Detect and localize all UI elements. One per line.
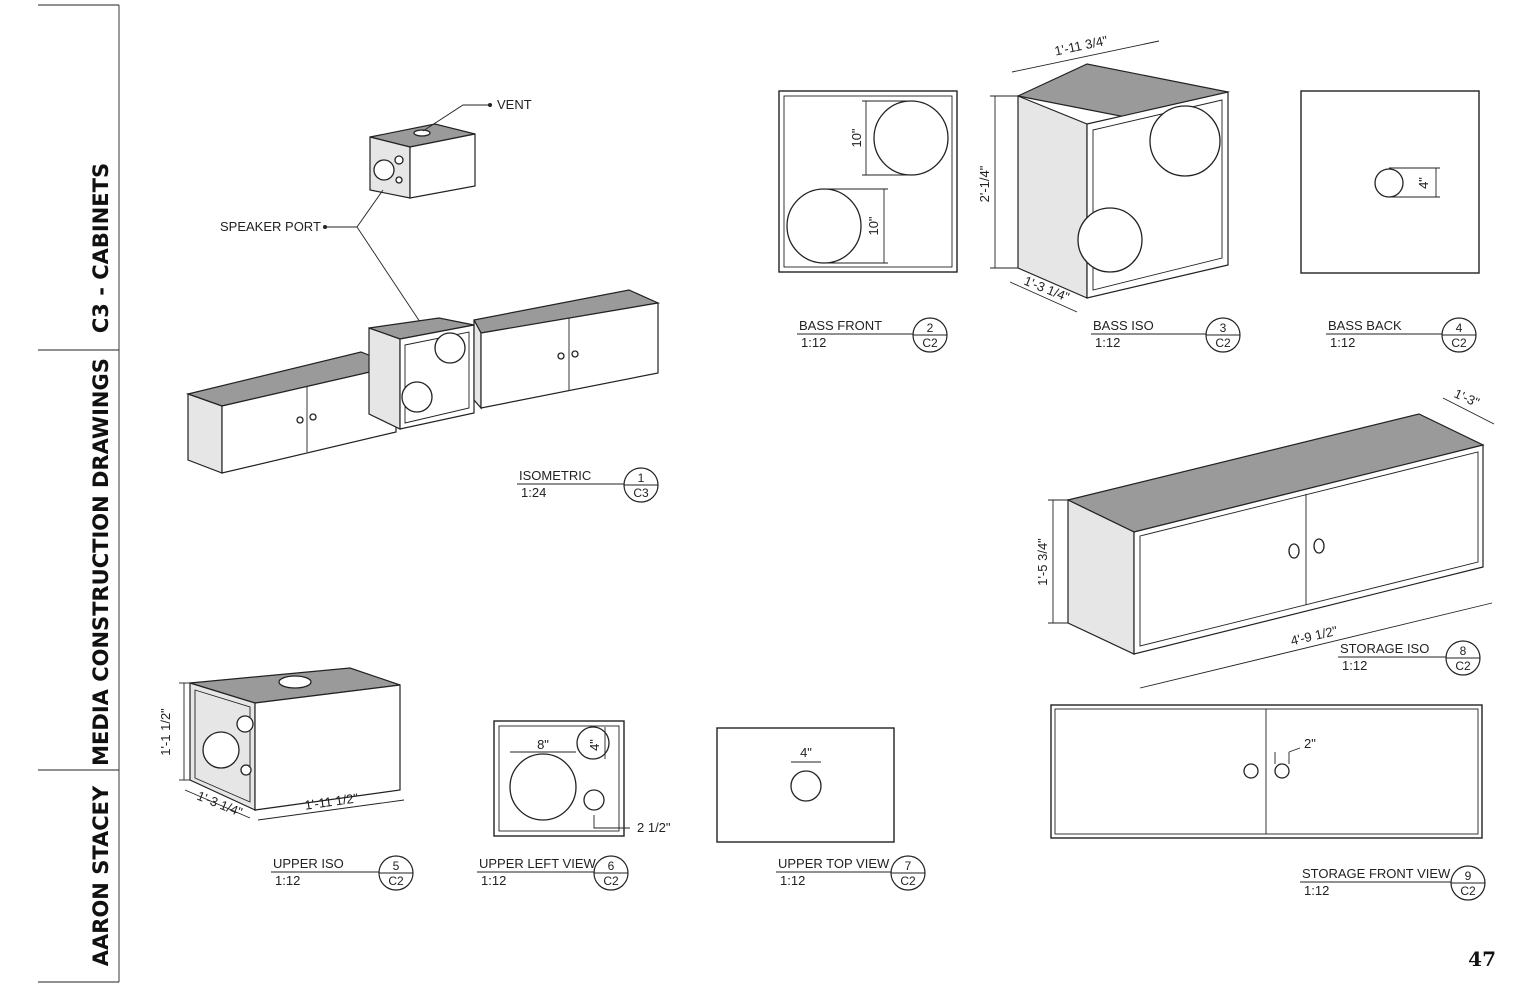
storage-iso-view: 1'-3" 1'-5 3/4" 4'-9 1/2" bbox=[1035, 386, 1495, 689]
view-title-1: ISOMETRIC 1:24 1C3 bbox=[517, 467, 659, 503]
view-name: BASS ISO bbox=[1093, 318, 1154, 333]
center-bass-box bbox=[368, 317, 475, 430]
detail-number: 9 bbox=[1465, 869, 1472, 883]
sheet-reference: C2 bbox=[922, 336, 938, 350]
view-scale: 1:12 bbox=[780, 873, 805, 888]
view-scale: 1:12 bbox=[1095, 335, 1120, 350]
right-storage-cabinet bbox=[473, 289, 661, 410]
bass-iso-view: 1'-11 3/4" 2'-1/4" 1'-3 1/4" bbox=[977, 33, 1230, 313]
upper-iso-view: 1'-1 1/2" 1'-3 1/4" 1'-11 1/2" bbox=[158, 667, 405, 821]
sheet-reference: C3 bbox=[633, 486, 649, 500]
detail-number: 7 bbox=[905, 859, 912, 873]
isometric-view: VENT SPEAKER PORT bbox=[185, 97, 661, 474]
sheet-reference: C2 bbox=[1455, 659, 1471, 673]
view-title-2: BASS FRONT 1:12 2C2 bbox=[797, 317, 948, 353]
title-block: C3 - CABINETS MEDIA CONSTRUCTION DRAWING… bbox=[38, 4, 120, 983]
bass-front-top-dim: 10" bbox=[849, 128, 864, 147]
upper-left-port-dim: 2 1/2" bbox=[637, 820, 671, 835]
vent-callout: VENT bbox=[497, 97, 532, 112]
view-name: UPPER ISO bbox=[273, 856, 344, 871]
vent-leader-dot bbox=[488, 103, 492, 107]
view-name: UPPER LEFT VIEW bbox=[479, 856, 597, 871]
sheet-reference: C2 bbox=[900, 874, 916, 888]
detail-number: 5 bbox=[393, 859, 400, 873]
storage-front-knob-dim: 2" bbox=[1304, 736, 1316, 751]
speaker-port-leader bbox=[325, 189, 384, 228]
upper-iso-width-dim: 1'-11 1/2" bbox=[304, 790, 360, 812]
storage-iso-depth-dim: 1'-3" bbox=[1452, 386, 1482, 410]
author-name: AARON STACEY bbox=[89, 785, 113, 966]
detail-number: 1 bbox=[638, 471, 645, 485]
view-title-7: UPPER TOP VIEW 1:12 7C2 bbox=[776, 855, 926, 891]
view-title-5: UPPER ISO 1:12 5C2 bbox=[271, 855, 414, 891]
left-storage-cabinet bbox=[185, 351, 399, 474]
bass-front-bottom-dim: 10" bbox=[866, 216, 881, 235]
view-scale: 1:12 bbox=[1330, 335, 1355, 350]
bass-front-view: 10" 10" bbox=[778, 90, 958, 273]
upper-top-view: 4" bbox=[716, 727, 895, 843]
upper-iso-height-dim: 1'-1 1/2" bbox=[158, 708, 173, 756]
dimension-line bbox=[184, 789, 251, 819]
view-scale: 1:12 bbox=[1342, 658, 1367, 673]
detail-number: 2 bbox=[927, 321, 934, 335]
bass-iso-width-dim: 1'-11 3/4" bbox=[1053, 33, 1109, 59]
view-name: BASS FRONT bbox=[799, 318, 882, 333]
sheet-subtitle: MEDIA CONSTRUCTION DRAWINGS bbox=[89, 358, 113, 766]
view-title-6: UPPER LEFT VIEW 1:12 6C2 bbox=[477, 855, 629, 891]
bass-back-view: 4" bbox=[1300, 90, 1480, 274]
sheet-reference: C2 bbox=[603, 874, 619, 888]
detail-number: 3 bbox=[1220, 321, 1227, 335]
dimension-line bbox=[1009, 281, 1078, 313]
view-name: STORAGE FRONT VIEW bbox=[1302, 866, 1451, 881]
sheet-reference: C2 bbox=[388, 874, 404, 888]
detail-number: 4 bbox=[1456, 321, 1463, 335]
view-scale: 1:24 bbox=[521, 485, 546, 500]
dimension-line bbox=[1442, 397, 1495, 425]
storage-front-view: 2" bbox=[1050, 704, 1483, 839]
upper-left-large-dim: 8" bbox=[537, 737, 549, 752]
view-title-8: STORAGE ISO 1:12 8C2 bbox=[1338, 640, 1481, 676]
vent-leader bbox=[422, 104, 490, 132]
view-scale: 1:12 bbox=[481, 873, 506, 888]
sheet-reference: C2 bbox=[1460, 884, 1476, 898]
view-title-3: BASS ISO 1:12 3C2 bbox=[1091, 317, 1241, 353]
sheet-title: C3 - CABINETS bbox=[89, 163, 113, 333]
dimension-line bbox=[1011, 40, 1160, 73]
dimension-line bbox=[257, 799, 405, 821]
bass-back-hole-dim: 4" bbox=[1416, 177, 1431, 189]
upper-left-small-dim: 4" bbox=[587, 739, 602, 751]
view-scale: 1:12 bbox=[801, 335, 826, 350]
view-name: STORAGE ISO bbox=[1340, 641, 1429, 656]
sheet-reference: C2 bbox=[1215, 336, 1231, 350]
page-number: 47 bbox=[1468, 947, 1496, 971]
upper-speaker-box bbox=[369, 123, 476, 199]
view-title-9: STORAGE FRONT VIEW 1:12 9C2 bbox=[1300, 865, 1486, 901]
view-scale: 1:12 bbox=[1304, 883, 1329, 898]
storage-iso-height-dim: 1'-5 3/4" bbox=[1035, 538, 1050, 586]
view-name: UPPER TOP VIEW bbox=[778, 856, 890, 871]
upper-top-hole-dim: 4" bbox=[800, 745, 812, 760]
view-scale: 1:12 bbox=[275, 873, 300, 888]
detail-number: 8 bbox=[1460, 644, 1467, 658]
upper-left-view: 8" 4" 2 1/2" bbox=[493, 720, 671, 837]
view-name: BASS BACK bbox=[1328, 318, 1402, 333]
view-name: ISOMETRIC bbox=[519, 468, 591, 483]
sheet-reference: C2 bbox=[1451, 336, 1467, 350]
dimension-line bbox=[1139, 602, 1493, 689]
port-leader bbox=[593, 815, 630, 829]
bass-iso-height-dim: 2'-1/4" bbox=[977, 165, 992, 202]
storage-iso-width-dim: 4'-9 1/2" bbox=[1289, 623, 1339, 648]
speaker-port-callout: SPEAKER PORT bbox=[220, 219, 321, 234]
detail-number: 6 bbox=[608, 859, 615, 873]
view-title-4: BASS BACK 1:12 4C2 bbox=[1326, 317, 1477, 353]
